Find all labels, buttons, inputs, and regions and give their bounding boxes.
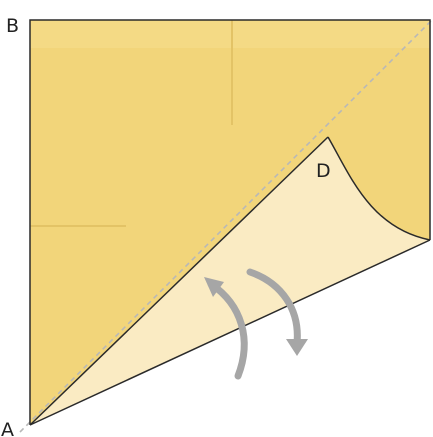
point-label-d: D — [316, 160, 331, 182]
diagonal-dashed-line — [19, 19, 433, 433]
point-label-b: B — [6, 15, 19, 37]
flap-edge-fold — [29, 136, 329, 426]
paper-square — [30, 20, 430, 425]
folded-flap — [30, 137, 430, 425]
curved-double-arrow-icon — [204, 268, 308, 380]
flap-edge-bottom — [29, 239, 431, 426]
point-label-a: A — [1, 419, 14, 437]
flap-edge-curl — [327, 136, 431, 241]
paper-top-band — [30, 20, 430, 48]
paper-outline-left-top — [29, 19, 431, 425]
